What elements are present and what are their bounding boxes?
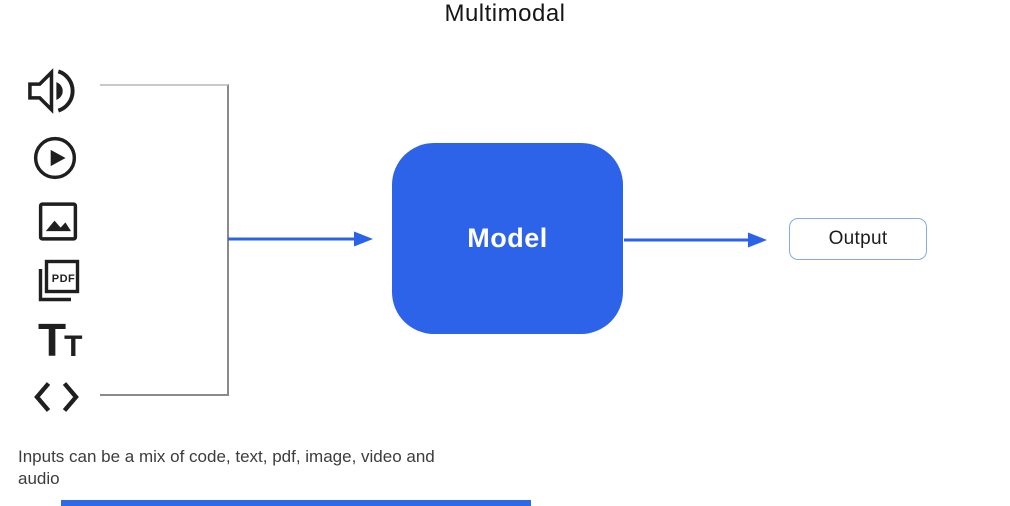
output-node: Output [789,218,927,260]
audio-speaker-icon [26,67,75,115]
input-group-bracket [100,84,229,396]
output-node-label: Output [828,228,888,249]
caption-line-1: Inputs can be a mix of code, text, pdf, … [18,447,435,466]
text-icon-large-letter: T [38,314,66,366]
caption: Inputs can be a mix of code, text, pdf, … [18,446,435,489]
model-node: Model [392,143,623,334]
text-icon-small-letter: T [64,330,83,363]
input-arrow [228,231,373,247]
diagram-title: Multimodal [444,0,566,27]
progress-bar [61,500,531,506]
video-play-icon [32,135,78,181]
model-node-label: Model [467,223,548,253]
image-icon [38,201,78,242]
pdf-icon-label: PDF [51,273,76,285]
code-icon [33,381,80,413]
text-icon: TT [38,317,86,363]
caption-line-2: audio [18,468,60,488]
pdf-icon: PDF [35,257,83,303]
output-arrow [624,232,767,248]
